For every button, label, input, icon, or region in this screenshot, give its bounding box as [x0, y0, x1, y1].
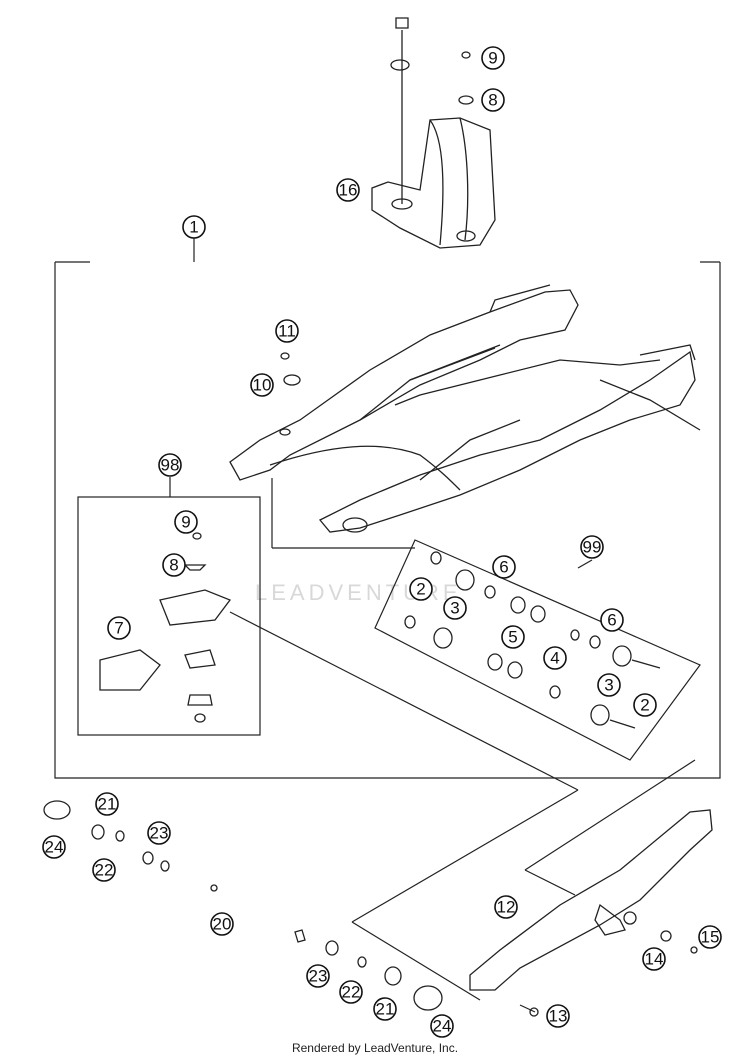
chain-slider-part [294, 809, 713, 1017]
callout-14-label: 14 [645, 950, 664, 969]
callout-2-lower-label: 2 [640, 696, 649, 715]
callout-2-lower[interactable]: 2 [633, 693, 657, 717]
callout-20[interactable]: 20 [210, 912, 234, 936]
callout-10-label: 10 [253, 376, 272, 395]
callout-5[interactable]: 5 [501, 625, 525, 649]
callout-23-left[interactable]: 23 [147, 821, 171, 845]
callout-9-label: 9 [488, 49, 497, 68]
swingarm-part [229, 284, 701, 533]
callout-23-bottom-label: 23 [309, 967, 328, 986]
callout-7-label: 7 [114, 619, 123, 638]
callout-7[interactable]: 7 [107, 616, 131, 640]
callout-2-upper-label: 2 [416, 580, 425, 599]
group-98-box [77, 477, 261, 736]
callout-1-label: 1 [189, 218, 198, 237]
callout-20-label: 20 [213, 915, 232, 934]
footer-credit: Rendered by LeadVenture, Inc. [292, 1041, 458, 1055]
callout-3-lower-label: 3 [604, 676, 613, 695]
top-bracket-part [371, 17, 496, 249]
callout-14[interactable]: 14 [642, 947, 666, 971]
lower-left-parts [43, 800, 218, 892]
callout-24-bottom-label: 24 [433, 1017, 452, 1036]
callout-3-upper[interactable]: 3 [443, 596, 467, 620]
callout-6-upper[interactable]: 6 [492, 555, 516, 579]
callout-21-bottom-label: 21 [376, 1000, 395, 1019]
callout-16-label: 16 [339, 181, 358, 200]
leader-lines [193, 238, 696, 1013]
callout-4-label: 4 [550, 649, 559, 668]
callout-5-label: 5 [508, 628, 517, 647]
callout-21-left[interactable]: 21 [95, 792, 119, 816]
callout-3-upper-label: 3 [450, 599, 459, 618]
callout-15[interactable]: 15 [698, 925, 722, 949]
callout-2-upper[interactable]: 2 [409, 577, 433, 601]
callout-12-label: 12 [497, 898, 516, 917]
callout-8-label: 8 [488, 91, 497, 110]
callout-6-lower[interactable]: 6 [600, 608, 624, 632]
callout-21-bottom[interactable]: 21 [373, 997, 397, 1021]
callout-22-left-label: 22 [95, 861, 114, 880]
callout-11-label: 11 [278, 322, 296, 341]
callout-6-upper-label: 6 [499, 558, 508, 577]
callout-99[interactable]: 99 [580, 535, 604, 559]
callout-9-top[interactable]: 9 [481, 46, 505, 70]
callout-24-bottom[interactable]: 24 [430, 1014, 454, 1038]
callout-12[interactable]: 12 [494, 895, 518, 919]
callout-9-group-label: 9 [181, 513, 190, 532]
callout-15-label: 15 [701, 928, 720, 947]
callout-13-label: 13 [549, 1007, 568, 1026]
callout-10[interactable]: 10 [250, 373, 274, 397]
callout-8-group[interactable]: 8 [162, 553, 186, 577]
callout-8-top[interactable]: 8 [481, 88, 505, 112]
callout-23-bottom[interactable]: 23 [306, 964, 330, 988]
group-99-box [374, 539, 701, 761]
callout-98-label: 98 [161, 456, 180, 475]
callout-22-left[interactable]: 22 [92, 858, 116, 882]
callout-24-left[interactable]: 24 [42, 835, 66, 859]
callout-21-left-label: 21 [98, 795, 117, 814]
callout-24-left-label: 24 [45, 838, 64, 857]
callout-8-group-label: 8 [169, 556, 178, 575]
callout-3-lower[interactable]: 3 [597, 673, 621, 697]
callout-98[interactable]: 98 [158, 453, 182, 477]
callout-11[interactable]: 11 [275, 319, 299, 343]
callout-22-bottom-label: 22 [342, 983, 361, 1002]
callout-4[interactable]: 4 [543, 646, 567, 670]
callout-99-label: 99 [583, 538, 602, 557]
callout-22-bottom[interactable]: 22 [339, 980, 363, 1004]
callout-6-lower-label: 6 [607, 611, 616, 630]
swingarm-frame [54, 261, 721, 779]
callout-1[interactable]: 1 [182, 215, 206, 239]
callout-16[interactable]: 16 [336, 178, 360, 202]
callout-13[interactable]: 13 [546, 1004, 570, 1028]
callout-9-group[interactable]: 9 [174, 510, 198, 534]
callout-23-left-label: 23 [150, 824, 169, 843]
